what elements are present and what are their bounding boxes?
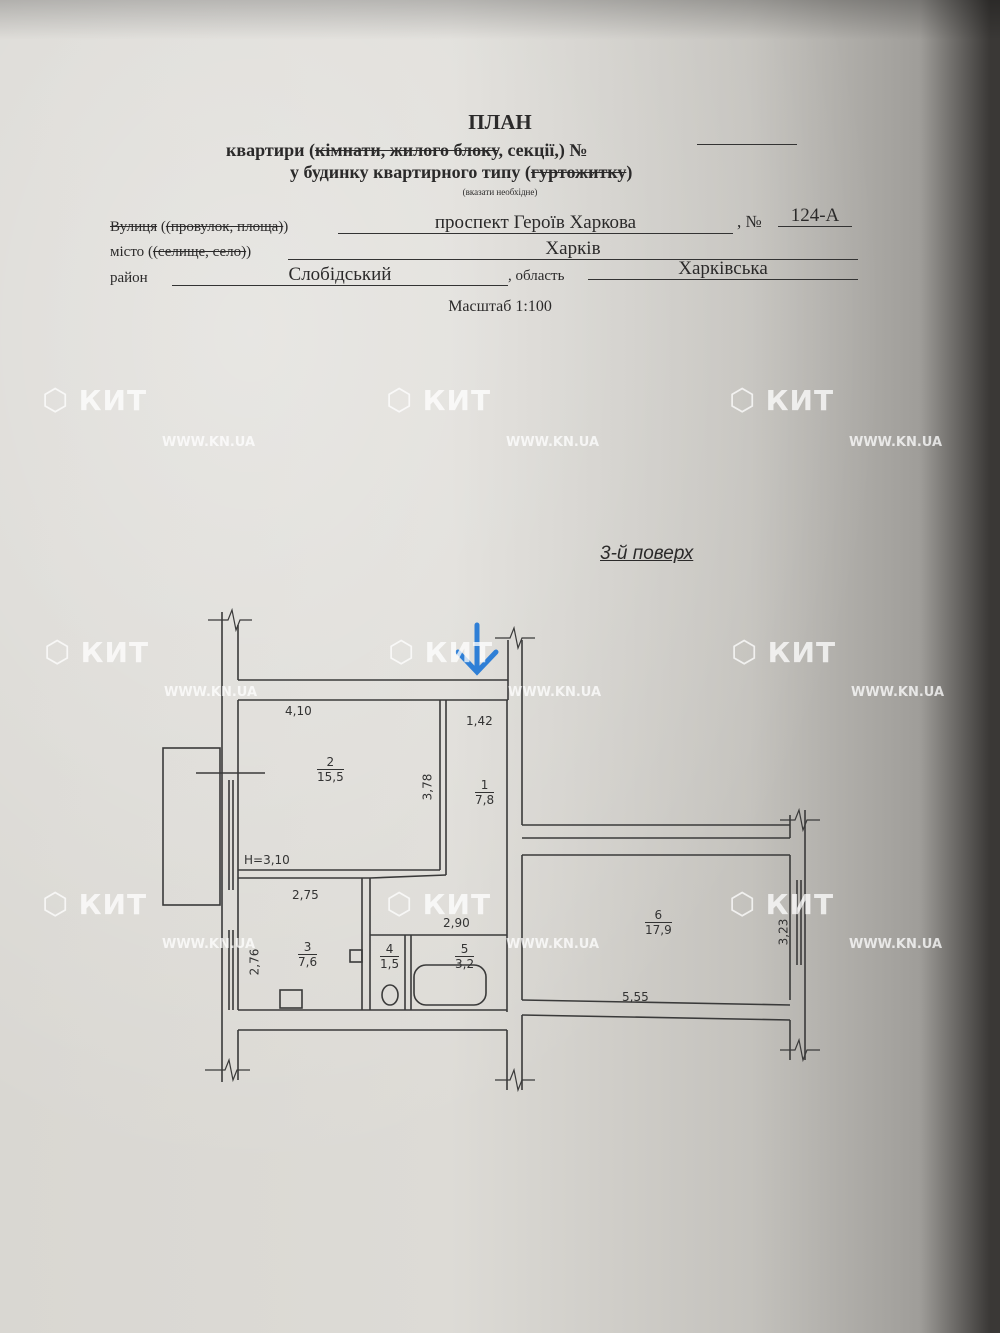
- city-label: місто ((селище, село)): [110, 244, 252, 260]
- header-line-2: у будинку квартирного типу (гуртожитку): [290, 162, 633, 182]
- document-title: ПЛАН: [468, 110, 532, 134]
- dimension-label: 2,75: [292, 888, 319, 902]
- windows: [196, 772, 802, 1010]
- region-label: , область: [508, 268, 565, 284]
- stove-icon: [279, 989, 303, 1009]
- district-label: район: [110, 270, 148, 286]
- dimension-label: 5,55: [622, 990, 649, 1004]
- header-line-1: квартири (кімнати, жилого блоку, секції,…: [226, 140, 588, 160]
- number-label: , №: [737, 212, 762, 231]
- bathtub-icon: [413, 964, 487, 1006]
- header-note: (вказати необхідне): [462, 187, 538, 197]
- dimension-label: 3,23: [776, 918, 791, 946]
- dimension-label: 2,76: [247, 948, 262, 976]
- walls: [221, 612, 806, 1090]
- dimension-label: 1,42: [466, 714, 493, 728]
- break-marks: [205, 607, 820, 1093]
- toilet-icon: [381, 984, 399, 1006]
- city-field: Харків: [288, 238, 858, 260]
- floor-label: 3-й поверх: [600, 543, 694, 564]
- scale-label: Масштаб 1:100: [448, 298, 552, 315]
- dimension-label: 3,78: [420, 773, 435, 801]
- street-field: проспект Героїв Харкова: [338, 212, 733, 234]
- building-number-field: 124-А: [778, 205, 852, 227]
- region-field: Харківська: [588, 258, 858, 280]
- balcony: [162, 747, 221, 906]
- ceiling-height: H=3,10: [244, 853, 290, 867]
- apartment-number-field: [697, 144, 797, 145]
- entrance-arrow-icon: [455, 622, 499, 676]
- dimension-label: 2,90: [443, 916, 470, 930]
- district-field: Слобідський: [172, 264, 508, 286]
- sink-icon: [349, 949, 363, 963]
- dimension-label: 4,10: [285, 704, 312, 718]
- street-label: Вулиця ((провулок, площа)): [110, 219, 289, 235]
